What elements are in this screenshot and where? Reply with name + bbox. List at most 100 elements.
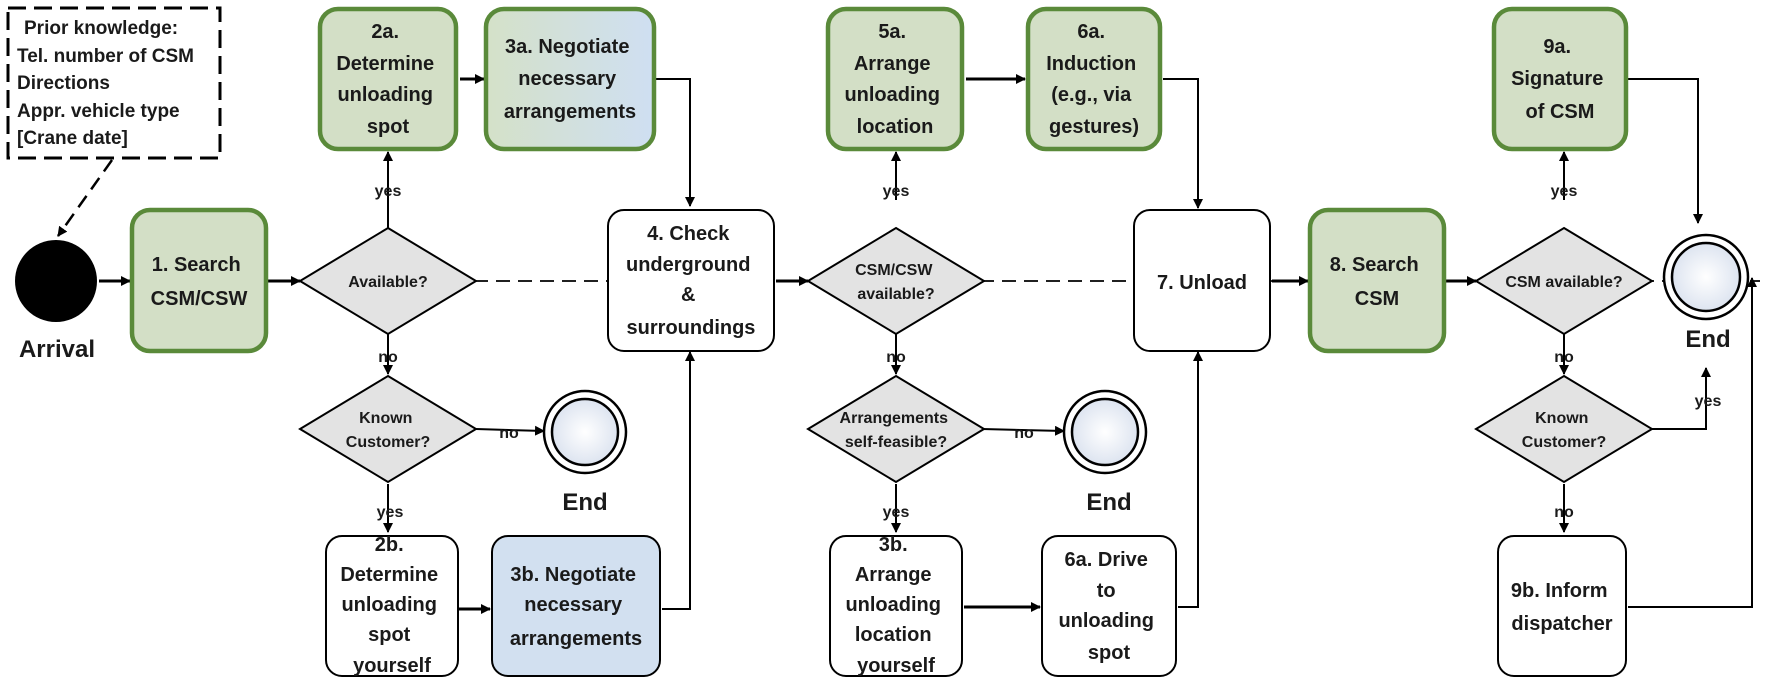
task-5a-arrange-unloading-location[interactable]: 5a. Arrange unloading location [825, 6, 965, 152]
flow-label-no: no [1554, 504, 1574, 521]
task-label: yourself [353, 655, 431, 677]
task-label: arrangements [510, 628, 642, 650]
gateway-label: CSM available? [1505, 274, 1622, 291]
end-label: End [1086, 489, 1131, 516]
svg-text:9b. Inform dispatcher: 9b. Inform dispatcher [1511, 580, 1613, 635]
svg-text:2a. Determine unlo: 2a. Determine unloading spot [336, 21, 439, 138]
gateway-available[interactable]: Available? [298, 226, 478, 336]
flow-label-no: no [886, 349, 906, 366]
prior-knowledge-line: Directions [17, 73, 110, 94]
task-label: 3b. [879, 534, 908, 556]
gateway-csm-csw-available[interactable]: CSM/CSW available? [806, 226, 986, 336]
task-label: spot [367, 116, 410, 138]
task-label: 9b. Inform [1511, 580, 1608, 602]
task-label: 6a. [1077, 21, 1105, 43]
task-label: 6a. Drive [1065, 549, 1148, 571]
svg-text:6a. Drive to unloa: 6a. Drive to unloading spot [1058, 549, 1159, 664]
task-label: location [857, 116, 934, 138]
task-label: 2a. [371, 21, 399, 43]
flow-label-yes: yes [883, 183, 910, 200]
gateway-label: self-feasible? [845, 434, 947, 451]
task-label: 7. Unload [1157, 272, 1247, 294]
end-event-2[interactable]: End [1062, 389, 1148, 516]
task-7-unload[interactable]: 7. Unload [1133, 209, 1271, 352]
end-event-1[interactable]: End [542, 389, 628, 516]
flow-label-yes: yes [377, 504, 404, 521]
task-6a-drive-to-unloading-spot[interactable]: 6a. Drive to unloading spot [1041, 535, 1177, 677]
gateway-label: Customer? [346, 434, 430, 451]
task-label: unloading [337, 84, 433, 106]
task-label: unloading [1058, 610, 1154, 632]
gateway-known-customer-1[interactable]: Known Customer? [298, 374, 478, 484]
task-label: surroundings [627, 317, 756, 339]
task-label: CSM [1355, 288, 1399, 310]
task-label: & [681, 284, 695, 306]
task-label: necessary [524, 594, 623, 616]
gateway-csm-available[interactable]: CSM available? [1474, 226, 1654, 336]
task-label: unloading [341, 594, 437, 616]
task-label: Arrange [855, 564, 932, 586]
task-3b-negotiate-arrangements[interactable]: 3b. Negotiate necessary arrangements [491, 535, 661, 677]
gateway-known-customer-2[interactable]: Known Customer? [1474, 374, 1654, 484]
task-label: Determine [336, 53, 434, 75]
start-event-arrival[interactable]: Arrival [15, 240, 97, 363]
flow-label-yes: yes [883, 504, 910, 521]
task-label: spot [368, 624, 411, 646]
task-label: 3a. Negotiate [505, 36, 629, 58]
task-3a-negotiate-arrangements[interactable]: 3a. Negotiate necessary arrangements [483, 6, 657, 152]
gateway-label: Arrangements [840, 410, 949, 427]
end-label: End [1685, 326, 1730, 353]
task-3b-arrange-location-yourself[interactable]: 3b. Arrange unloading location yourself [829, 534, 963, 677]
task-label: unloading [844, 84, 940, 106]
svg-text:Known Customer?: Known Customer? [1522, 410, 1606, 451]
task-label: 1. Search [152, 254, 241, 276]
task-label: 2b. [375, 534, 404, 556]
svg-text:4. Check underground: 4. Check underground & surroundings [626, 223, 756, 339]
task-9a-signature-of-csm[interactable]: 9a. Signature of CSM [1491, 6, 1629, 152]
prior-knowledge-line: Tel. number of CSM [17, 46, 194, 67]
svg-text:8. Search CSM: 8. Search CSM [1330, 254, 1425, 310]
svg-text:6a. Induction (e.g: 6a. Induction (e.g., via gestures) [1046, 21, 1142, 138]
task-label: spot [1088, 642, 1131, 664]
flow-label-no: no [1554, 349, 1574, 366]
task-label: necessary [518, 68, 617, 90]
task-2b-determine-spot-yourself[interactable]: 2b. Determine unloading spot yourself [325, 534, 459, 677]
gateway-label: Known [1535, 410, 1588, 427]
task-label: to [1097, 580, 1116, 602]
start-event-label: Arrival [19, 336, 95, 363]
task-8-search-csm[interactable]: 8. Search CSM [1307, 207, 1447, 354]
task-label: location [855, 624, 932, 646]
task-label: of CSM [1526, 101, 1595, 123]
svg-text:1. Search CSM/CSW: 1. Search CSM/CSW [151, 254, 248, 310]
task-6a-induction[interactable]: 6a. Induction (e.g., via gestures) [1025, 6, 1163, 152]
task-label: Induction [1046, 53, 1136, 75]
task-9b-inform-dispatcher[interactable]: 9b. Inform dispatcher [1497, 535, 1627, 677]
svg-text:3b. Arrange unload: 3b. Arrange unloading location yourself [845, 534, 946, 677]
task-label: 9a. [1543, 36, 1571, 58]
gateway-label: Known [359, 410, 412, 427]
gateway-label: Customer? [1522, 434, 1606, 451]
svg-text:3b. Negotiate necessary: 3b. Negotiate necessary arrangements [510, 564, 642, 650]
gateway-label: CSM/CSW [855, 262, 933, 279]
task-label: Arrange [854, 53, 931, 75]
task-label: 3b. Negotiate [510, 564, 636, 586]
task-label: 4. Check [647, 223, 730, 245]
prior-knowledge-line: Appr. vehicle type [17, 101, 180, 122]
task-1-search-csm-csw[interactable]: 1. Search CSM/CSW [129, 207, 269, 354]
flow-label-no: no [378, 349, 398, 366]
task-label: (e.g., via [1051, 84, 1132, 106]
connectors [56, 74, 1757, 614]
gateway-arrangements-self-feasible[interactable]: Arrangements self-feasible? [806, 374, 986, 484]
task-label: CSM/CSW [151, 288, 248, 310]
task-2a-determine-unloading-spot[interactable]: 2a. Determine unloading spot [317, 6, 459, 152]
svg-text:9a. Signature of C: 9a. Signature of CSM [1511, 36, 1609, 123]
flow-label-yes: yes [375, 183, 402, 200]
end-event-3[interactable]: End [1662, 233, 1750, 353]
prior-knowledge-line: Prior knowledge: [24, 18, 178, 39]
prior-knowledge-note: Prior knowledge: Tel. number of CSM Dire… [6, 6, 222, 160]
task-label: 5a. [878, 21, 906, 43]
task-4-check-underground[interactable]: 4. Check underground & surroundings [607, 209, 775, 352]
task-label: Determine [340, 564, 438, 586]
prior-knowledge-line: [Crane date] [17, 128, 128, 149]
